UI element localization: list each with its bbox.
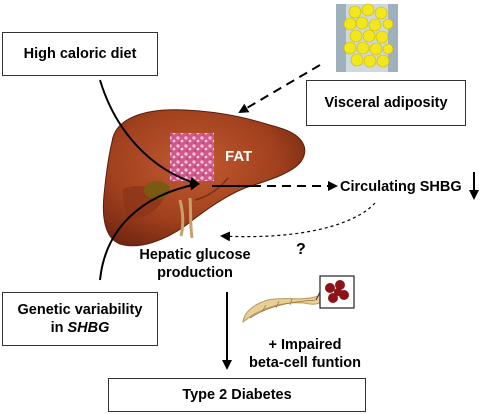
diet-to-liver-arrow <box>99 79 200 187</box>
islet-inset <box>319 275 355 309</box>
adiposity-to-liver-arrow <box>238 64 321 114</box>
hepatic-glucose-label: Hepatic glucose production <box>136 246 254 282</box>
visceral-adiposity-box: Visceral adiposity <box>306 80 466 126</box>
hepatic-glucose-line2: production <box>157 265 233 282</box>
high-caloric-diet-box: High caloric diet <box>2 32 158 76</box>
high-caloric-diet-label: High caloric diet <box>23 45 137 62</box>
question-mark: ? <box>296 241 306 258</box>
circulating-shbg-label: Circulating SHBG <box>340 179 462 195</box>
adipose-tissue-image <box>336 3 398 72</box>
fat-tissue-image <box>170 133 214 181</box>
genetic-variability-line1: Genetic variability <box>17 301 143 318</box>
type2-diabetes-box: Type 2 Diabetes <box>108 378 366 412</box>
shbg-gene-label: SHBG <box>67 320 110 336</box>
fat-label: FAT <box>225 148 253 165</box>
pancreas-illustration <box>242 291 327 324</box>
genetic-variability-box: Genetic variability in SHBG <box>2 292 158 346</box>
genetic-variability-prefix: in <box>50 320 68 336</box>
genetics-to-liver-arrow <box>99 180 200 281</box>
hepatic-glucose-line1: Hepatic glucose <box>139 247 251 263</box>
type2-diabetes-label: Type 2 Diabetes <box>182 386 292 403</box>
impaired-line2: beta-cell funtion <box>249 355 361 372</box>
visceral-adiposity-label: Visceral adiposity <box>324 94 448 111</box>
impaired-beta-cell-label: + Impaired beta-cell funtion <box>244 336 366 372</box>
shbg-to-glucose-arrow <box>220 202 376 242</box>
impaired-line1: + Impaired <box>268 337 342 353</box>
